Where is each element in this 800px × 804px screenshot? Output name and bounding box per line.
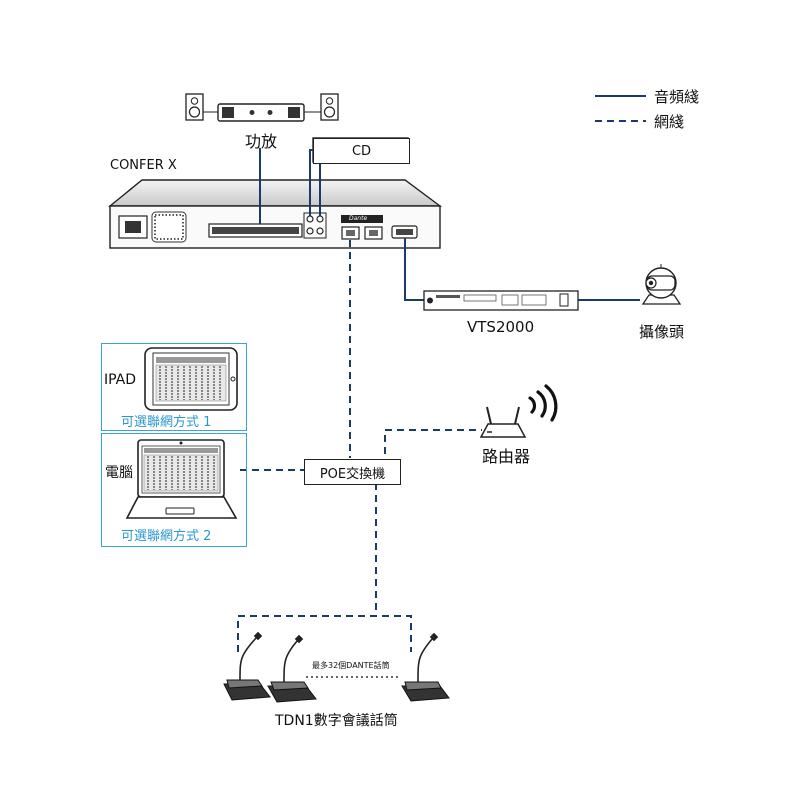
amplifier-label: 功放 bbox=[245, 132, 278, 151]
camera-label: 攝像頭 bbox=[639, 323, 685, 341]
confer-x-device bbox=[108, 179, 443, 249]
amplifier-device bbox=[185, 93, 339, 122]
vts-label: VTS2000 bbox=[467, 318, 535, 336]
laptop-device bbox=[125, 439, 238, 519]
camera-device bbox=[641, 264, 682, 305]
vts2000-device bbox=[423, 290, 579, 311]
computer-option-frame bbox=[101, 433, 247, 547]
cd-label: CD bbox=[313, 138, 410, 164]
ipad-device bbox=[144, 347, 238, 411]
microphones-label: TDN1數字會議話筒 bbox=[275, 713, 398, 729]
microphone-3 bbox=[401, 632, 450, 702]
poe-switch-label: POE交換機 bbox=[304, 459, 401, 485]
microphone-2 bbox=[267, 634, 317, 703]
cd-audio-line bbox=[309, 149, 313, 216]
mixer-label: CONFER X bbox=[110, 158, 177, 173]
computer-label: 電腦 bbox=[105, 465, 133, 481]
router-label: 路由器 bbox=[482, 447, 531, 466]
ipad-option-label: 可選聯網方式 1 bbox=[121, 415, 212, 430]
ipad-label: IPAD bbox=[104, 372, 137, 388]
microphone-1 bbox=[223, 631, 271, 701]
mic-bus-net-line bbox=[237, 615, 412, 652]
legend-audio-label: 音頻綫 bbox=[654, 88, 700, 106]
ipad-option-frame bbox=[101, 343, 247, 431]
wifi-icon bbox=[528, 384, 558, 422]
computer-option-label: 可選聯網方式 2 bbox=[121, 529, 212, 544]
mic-count-note: 最多32個DANTE話筒 bbox=[312, 661, 390, 670]
router-device bbox=[479, 406, 527, 438]
vts-audio-line bbox=[404, 238, 424, 301]
legend-network-label: 網綫 bbox=[654, 113, 685, 131]
switch-router-net-line bbox=[384, 429, 482, 466]
dante-badge: Dante bbox=[349, 215, 368, 222]
